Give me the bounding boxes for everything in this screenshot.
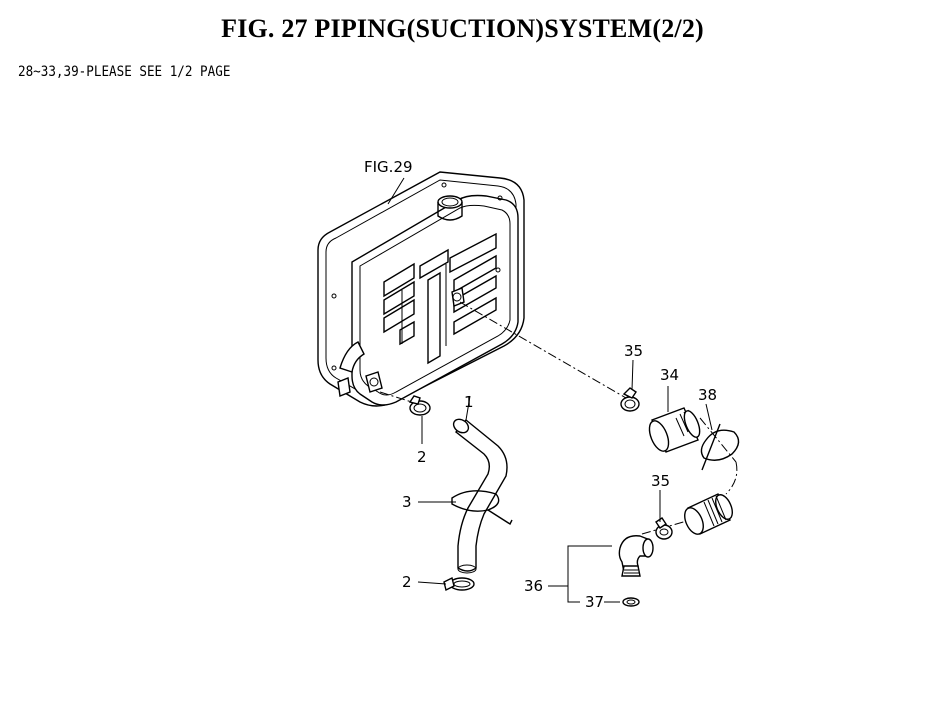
strap-38	[700, 423, 740, 471]
tank-decal	[383, 232, 497, 365]
callout-clamp-upper: 2	[417, 448, 427, 466]
figure-title: FIG. 27 PIPING(SUCTION)SYSTEM(2/2)	[221, 14, 704, 43]
suction-hose	[452, 418, 508, 574]
callout-oring: 37	[585, 593, 604, 611]
callout-strap: 38	[698, 386, 717, 404]
clamp-upper	[408, 395, 431, 444]
cable-tie	[451, 490, 513, 526]
callout-elbow: 36	[524, 577, 543, 595]
callout-tie: 3	[402, 493, 412, 511]
hose-34	[648, 407, 701, 453]
hose-lower	[684, 493, 733, 535]
elbow-36	[618, 535, 654, 577]
callout-clamp-35-lower: 35	[651, 472, 670, 490]
callout-clamp-lower: 2	[402, 573, 412, 591]
clamp-lower	[443, 576, 475, 592]
callout-clamp-35-upper: 35	[624, 342, 643, 360]
callout-hose-34: 34	[660, 366, 679, 384]
fuel-tank	[317, 171, 525, 407]
callout-hose: 1	[464, 393, 474, 411]
oring-37	[622, 597, 640, 607]
clamp-35-upper	[620, 387, 640, 412]
tank-reference-label: FIG.29	[364, 158, 413, 176]
clamp-35-lower	[655, 517, 673, 540]
reference-note: 28~33,39-PLEASE SEE 1/2 PAGE	[18, 64, 231, 80]
